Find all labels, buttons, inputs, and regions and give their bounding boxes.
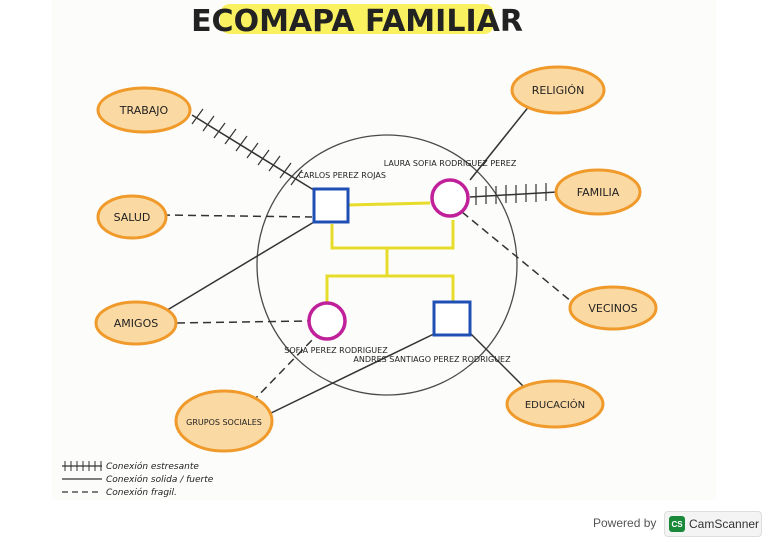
connection-familia	[469, 191, 558, 198]
scanned-page: ECOMAPA FAMILIAR	[52, 0, 716, 500]
label-religion: RELIGIÓN	[532, 84, 585, 97]
node-grupos-sociales	[174, 389, 274, 453]
mother-symbol	[430, 178, 470, 218]
label-familia: FAMILIA	[577, 186, 620, 199]
father-symbol	[312, 187, 350, 224]
marriage-line	[347, 201, 431, 207]
ecomap-diagram: ECOMAPA FAMILIAR	[62, 4, 658, 498]
legend-fragile-text: Conexión fragil.	[106, 487, 177, 498]
system-labels: TRABAJO SALUD AMIGOS GRUPOS SOCIALES REL…	[114, 84, 638, 427]
legend-strong-text: Conexión solida / fuerte	[106, 474, 214, 485]
connection-vecinos	[461, 211, 573, 303]
camscanner-logo-icon: CS	[669, 516, 685, 532]
family-members: CARLOS PEREZ ROJAS LAURA SOFIA RODRIGUEZ…	[284, 159, 517, 364]
connection-amigos-strong	[163, 221, 315, 313]
node-amigos	[94, 300, 178, 346]
external-systems	[94, 65, 658, 453]
camscanner-badge: CS CamScanner	[664, 511, 762, 537]
father-name: CARLOS PEREZ ROJAS	[298, 171, 386, 180]
family-circle	[256, 134, 518, 396]
connection-grupos-strong	[266, 329, 443, 416]
title-group: ECOMAPA FAMILIAR	[191, 4, 523, 39]
mother-name: LAURA SOFIA RODRIGUEZ PEREZ	[384, 159, 517, 168]
sibling-line	[325, 274, 455, 302]
connection-grupos-fragile	[251, 337, 315, 403]
connection-amigos-fragile	[176, 320, 309, 324]
node-educacion	[505, 379, 605, 429]
parent-link	[330, 220, 455, 250]
stress-ticks-trabajo	[191, 108, 303, 186]
label-trabajo: TRABAJO	[119, 104, 169, 117]
legend-stressful-ticks	[64, 461, 102, 471]
camscanner-name: CamScanner	[689, 517, 760, 531]
connection-trabajo	[191, 114, 318, 193]
connection-salud	[161, 214, 313, 218]
label-amigos: AMIGOS	[114, 317, 158, 330]
kinship-lines	[325, 201, 455, 302]
legend-stressful-text: Conexión estresante	[106, 461, 199, 472]
label-educacion: EDUCACIÓN	[525, 398, 585, 411]
node-religion	[510, 65, 606, 115]
son-symbol	[432, 300, 472, 337]
label-vecinos: VECINOS	[588, 302, 637, 315]
daughter-symbol	[307, 301, 347, 341]
connections	[161, 104, 573, 416]
daughter-name: SOFIA PEREZ RODRIGUEZ	[284, 346, 388, 355]
stress-ticks-familia	[475, 183, 547, 205]
connection-educacion	[466, 329, 528, 391]
diagram-title: ECOMAPA FAMILIAR	[191, 4, 523, 39]
label-grupos-sociales: GRUPOS SOCIALES	[186, 418, 262, 427]
node-trabajo	[96, 86, 192, 134]
node-familia	[554, 168, 642, 216]
node-vecinos	[568, 285, 658, 331]
powered-by-label: Powered by	[593, 516, 657, 530]
son-name: ANDRES SANTIAGO PEREZ RODRIGUEZ	[353, 355, 511, 364]
legend: Conexión estresante Conexión solida / fu…	[62, 461, 214, 498]
connection-religion	[469, 104, 531, 181]
node-salud	[96, 194, 168, 240]
title-highlight	[220, 4, 494, 34]
label-salud: SALUD	[114, 211, 151, 224]
